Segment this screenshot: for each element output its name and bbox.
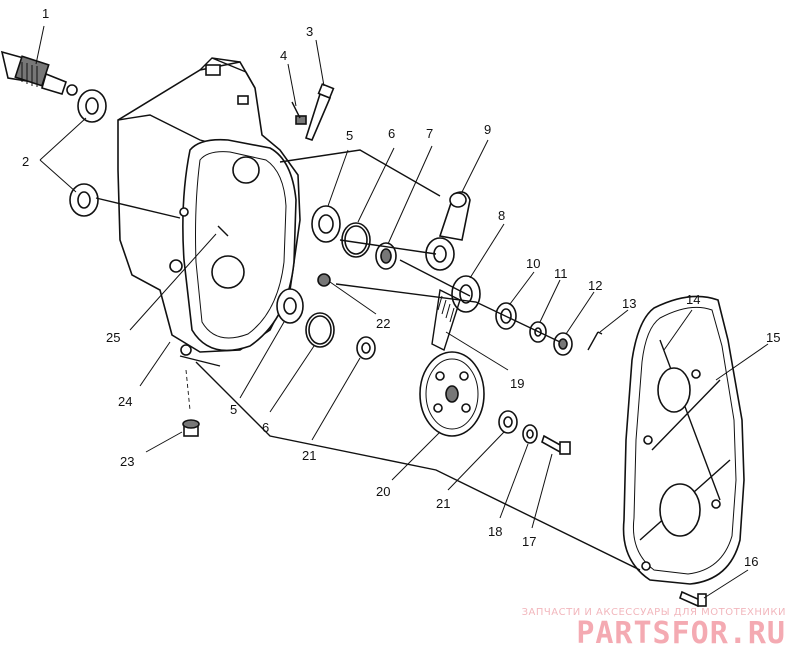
callout-5-lower: 5 bbox=[230, 402, 237, 417]
screw-4 bbox=[291, 101, 307, 125]
nut-12 bbox=[553, 332, 573, 356]
callout-15: 15 bbox=[766, 330, 780, 345]
driven-sprocket bbox=[419, 351, 485, 437]
watermark-logo: PARTSFOR.RU bbox=[576, 616, 786, 651]
chaincase-housing bbox=[117, 57, 301, 356]
bearing-lower bbox=[276, 288, 304, 324]
cotter-pin-13 bbox=[587, 331, 603, 351]
leader-lines bbox=[35, 25, 769, 599]
assembly-axes bbox=[95, 149, 641, 571]
callout-6-lower: 6 bbox=[262, 420, 269, 435]
o-ring-upper bbox=[341, 222, 371, 258]
chaincase-cover bbox=[622, 295, 745, 585]
callout-16: 16 bbox=[744, 554, 758, 569]
drive-chain bbox=[431, 288, 461, 351]
bearing-upper bbox=[311, 205, 341, 243]
callout-25: 25 bbox=[106, 330, 120, 345]
dowel-25 bbox=[217, 225, 229, 237]
callout-labels: 1 2 3 4 5 6 7 9 8 10 11 12 13 14 15 22 2… bbox=[22, 6, 780, 569]
callout-2: 2 bbox=[22, 154, 29, 169]
watermark: ЗАПЧАСТИ И АКСЕССУАРЫ ДЛЯ МОТОТЕХНИКИ PA… bbox=[522, 607, 786, 650]
bolt-16 bbox=[679, 590, 707, 608]
oil-seal-upper bbox=[77, 89, 107, 123]
callout-4: 4 bbox=[280, 48, 287, 63]
callout-21-outer: 21 bbox=[436, 496, 450, 511]
chain-tensioner bbox=[425, 191, 471, 271]
callout-18: 18 bbox=[488, 524, 502, 539]
drain-plug-23 bbox=[182, 419, 200, 437]
washer-21-inner bbox=[356, 336, 376, 360]
washer-18 bbox=[522, 424, 538, 444]
callout-11: 11 bbox=[554, 266, 568, 281]
watermark-tagline: ЗАПЧАСТИ И АКСЕССУАРЫ ДЛЯ МОТОТЕХНИКИ bbox=[521, 607, 786, 618]
washer-21-outer bbox=[498, 410, 518, 434]
oil-seal-lower bbox=[69, 183, 99, 217]
drive-shaft bbox=[0, 50, 78, 96]
callout-24: 24 bbox=[118, 394, 132, 409]
callout-3: 3 bbox=[306, 24, 313, 39]
callout-22: 22 bbox=[376, 316, 390, 331]
callout-8: 8 bbox=[498, 208, 505, 223]
callout-17: 17 bbox=[522, 534, 536, 549]
callout-21-inner: 21 bbox=[302, 448, 316, 463]
callout-6-upper: 6 bbox=[388, 126, 395, 141]
callout-14: 14 bbox=[686, 292, 700, 307]
callout-9: 9 bbox=[484, 122, 491, 137]
o-ring-lower bbox=[305, 312, 335, 348]
bolt-3 bbox=[304, 83, 335, 141]
callout-5-upper: 5 bbox=[346, 128, 353, 143]
callout-19: 19 bbox=[510, 376, 524, 391]
callout-20: 20 bbox=[376, 484, 390, 499]
plug-22 bbox=[317, 273, 331, 287]
callout-12: 12 bbox=[588, 278, 602, 293]
callout-13: 13 bbox=[622, 296, 636, 311]
seal-7 bbox=[375, 242, 397, 270]
callout-1: 1 bbox=[42, 6, 49, 21]
callout-7: 7 bbox=[426, 126, 433, 141]
callout-23: 23 bbox=[120, 454, 134, 469]
bolt-17 bbox=[541, 434, 571, 455]
callout-10: 10 bbox=[526, 256, 540, 271]
